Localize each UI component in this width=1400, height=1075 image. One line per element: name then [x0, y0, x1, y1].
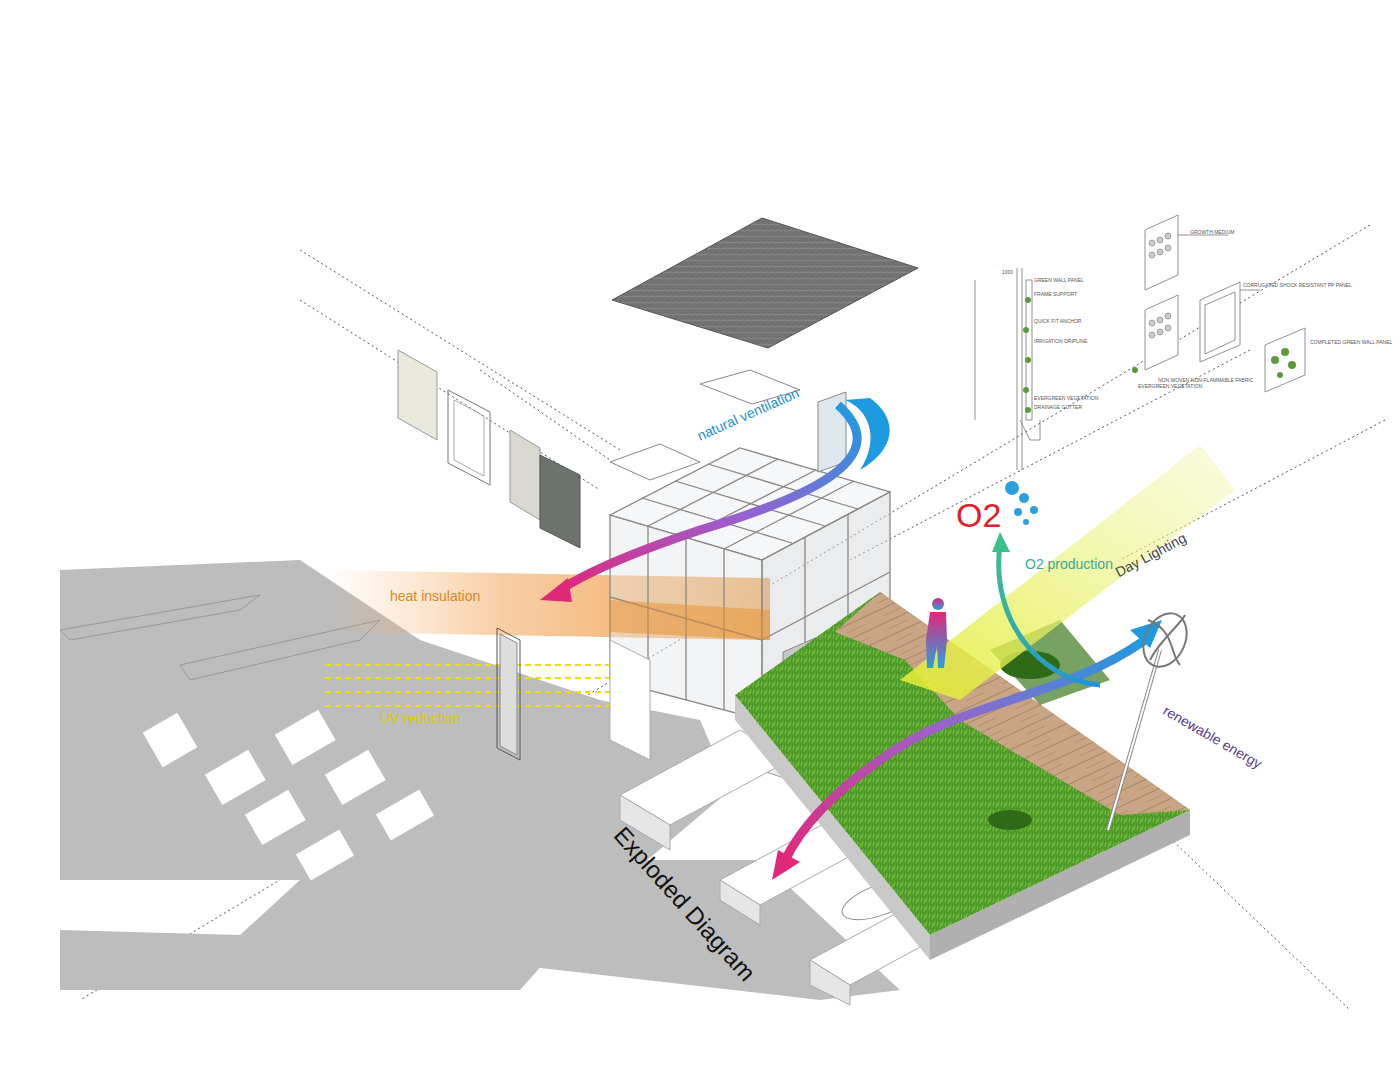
detail-label: EVERGREEN VEGETATION [1034, 396, 1098, 402]
detail-label: EVERGREEN VEGETATION [1138, 384, 1202, 390]
detail-label: GROWTH MEDIUM [1190, 230, 1234, 236]
detail-label: IRRIGATION DRIPLINE [1034, 339, 1087, 345]
insulation-label: heat insulation [390, 589, 480, 604]
uv-label: UV reduction [380, 711, 461, 726]
oxygen-label: O2 production [1025, 557, 1113, 572]
dimension-label: 1000 [1002, 270, 1013, 276]
energy-label: renewable energy [1160, 703, 1264, 772]
detail-label: CORRUGATED SHOCK RESISTANT PP PANEL [1243, 283, 1352, 289]
detail-label: QUICK FIT ANCHOR [1034, 319, 1081, 325]
detail-label: COMPLETED GREEN WALL PANEL [1310, 340, 1392, 346]
detail-label: GREEN WALL PANEL [1034, 278, 1084, 284]
detail-label: FRAME SUPPORT [1034, 292, 1077, 298]
detail-label: NON WOVEN NON-FLAMMABLE FABRIC [1158, 378, 1253, 384]
detail-label: DRAINAGE GUTTER [1034, 405, 1082, 411]
oxygen-symbol: O2 [956, 497, 1001, 534]
